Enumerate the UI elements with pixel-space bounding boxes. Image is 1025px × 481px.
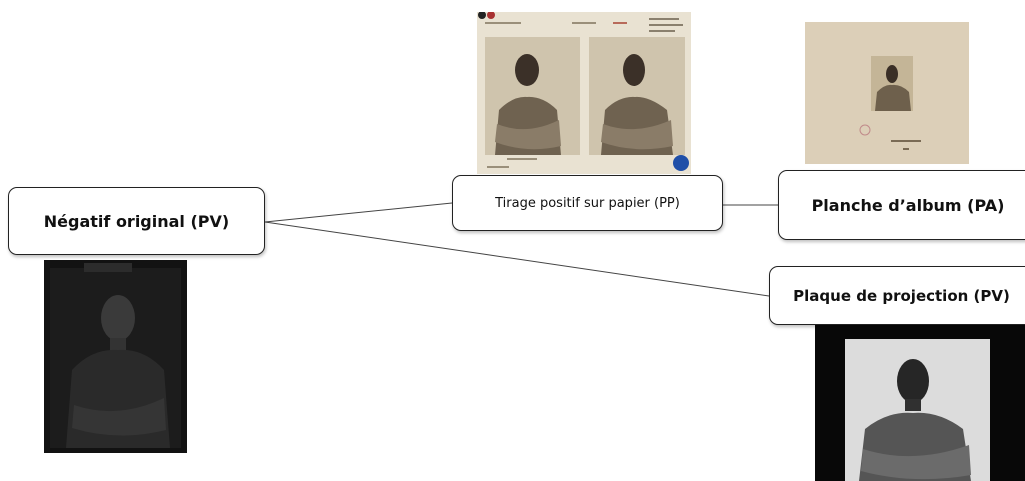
node-planche-album: Planche d’album (PA): [778, 170, 1025, 240]
album-plate-image: [805, 22, 969, 164]
node-plaque-projection: Plaque de projection (PV): [769, 266, 1025, 325]
node-negatif-original: Négatif original (PV): [8, 187, 265, 255]
node-tirage-label: Tirage positif sur papier (PP): [495, 195, 680, 211]
node-tirage-positif: Tirage positif sur papier (PP): [452, 175, 723, 231]
node-planche-label: Planche d’album (PA): [811, 195, 1005, 215]
paper-print-image: [477, 12, 691, 174]
projection-slide-image: [815, 325, 1025, 481]
connector-negatif-tirage: [264, 202, 453, 223]
node-negatif-label: Négatif original (PV): [43, 211, 230, 231]
negative-plate-image: [44, 260, 187, 453]
node-plaque-label: Plaque de projection (PV): [793, 286, 1010, 305]
connector-negatif-plaque: [264, 221, 770, 297]
